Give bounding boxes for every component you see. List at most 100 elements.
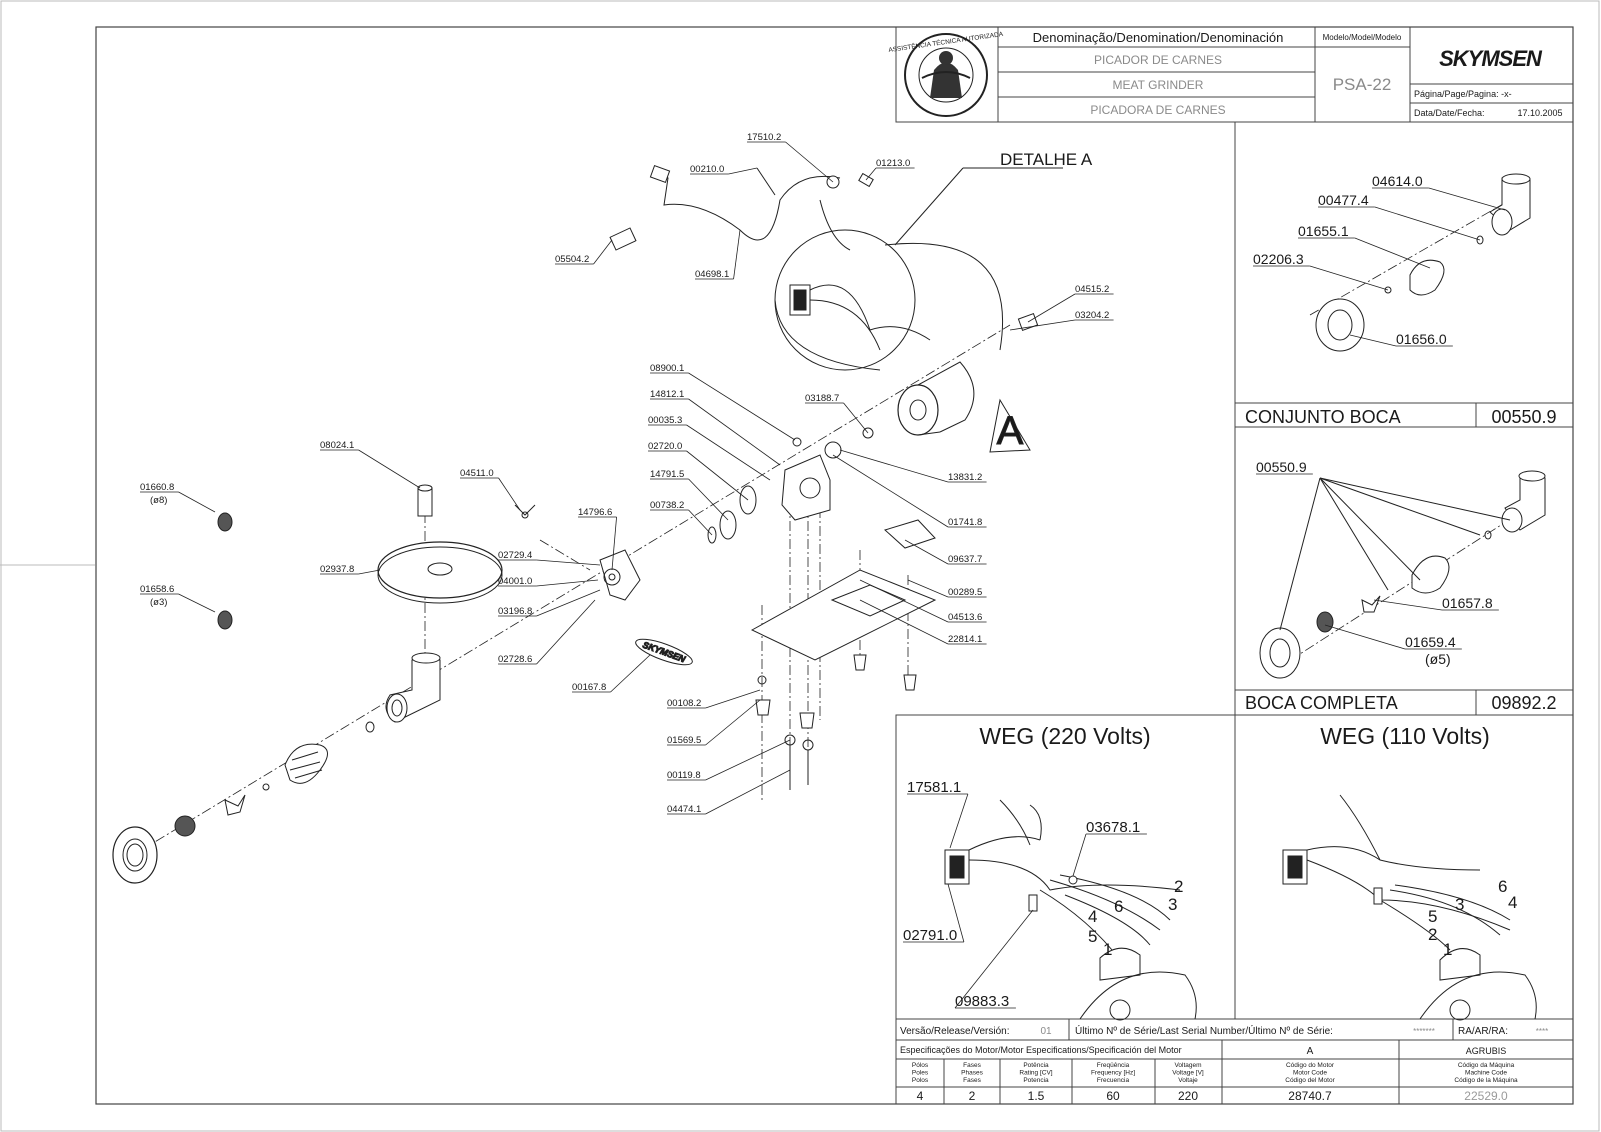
label-leader (536, 589, 601, 617)
label-leader (686, 424, 771, 481)
spec-col-value: 4 (917, 1089, 924, 1103)
label-leader (611, 516, 617, 571)
part-label: 02206.3 (1253, 251, 1304, 267)
label-leader (733, 229, 741, 280)
name-en: MEAT GRINDER (1113, 78, 1204, 92)
label-leader (688, 372, 796, 441)
label-leader (686, 450, 749, 501)
power-cord (609, 164, 874, 251)
ra-label: RA/AR/RA: (1458, 1026, 1508, 1037)
label-leader (536, 579, 599, 587)
weg110-title: WEG (110 Volts) (1320, 723, 1490, 749)
part-label: 00289.5 (948, 587, 982, 598)
label-leader (785, 141, 834, 183)
spec-col-label: Potencia (1023, 1077, 1049, 1084)
base-plate (750, 519, 937, 790)
label-leader (1428, 187, 1506, 211)
part-label: 14791.5 (650, 469, 684, 480)
date-value: 17.10.2005 (1517, 108, 1562, 118)
label-leader (358, 569, 381, 575)
label-leader (536, 599, 596, 665)
spec-col-label: Pólos (912, 1062, 929, 1069)
gearbox-housing (707, 437, 831, 544)
detail-a-circle (774, 229, 1004, 371)
label-leader (832, 454, 949, 528)
part-label: 08024.1 (320, 440, 354, 451)
label-leader (947, 883, 965, 943)
part-label: 04511.0 (460, 468, 494, 479)
label-leader (536, 559, 601, 566)
spec-col-label: Voltagem (1174, 1062, 1201, 1069)
motor-spec-table (895, 1018, 1574, 1105)
spec-col-label: Fases (963, 1077, 981, 1084)
part-label: 01656.0 (1396, 331, 1447, 347)
skymsen-badge: SKYMSEN (635, 638, 693, 666)
model-code: PSA-22 (1333, 75, 1392, 94)
part-label: 00167.8 (572, 682, 606, 693)
spec-col-label: Potência (1023, 1062, 1049, 1069)
main-exploded-view: A (112, 164, 1039, 884)
weg110-drawing (1282, 794, 1537, 1021)
detail-a-leader (894, 167, 964, 246)
motor-col-agrubis: AGRUBIS (1466, 1046, 1507, 1056)
part-label: 02728.6 (498, 654, 532, 665)
spec-col-label: Frecuencia (1097, 1077, 1130, 1084)
label-leader (688, 509, 713, 536)
label-leader (859, 579, 949, 623)
spec-col-label: Voltaje (1178, 1077, 1198, 1084)
spec-col-label: Fases (963, 1062, 981, 1069)
spec-col-value: 22529.0 (1464, 1089, 1508, 1103)
part-label: 04001.0 (498, 576, 532, 587)
name-es: PICADORA DE CARNES (1090, 103, 1225, 117)
spec-col-label: Código da Máquina (1458, 1062, 1515, 1069)
part-label: 00035.3 (648, 415, 682, 426)
part-label: 3 (1455, 895, 1464, 914)
drawing-frame (95, 26, 1574, 1105)
label-leader (843, 402, 869, 434)
brand-logo: SKYMSEN (1439, 46, 1543, 71)
title-block: ASSISTÊNCIA TÉCNICA AUTORIZADA Denominaç… (888, 26, 1574, 123)
label-leader (688, 478, 729, 521)
spec-col-label: Rating [CV] (1019, 1070, 1052, 1077)
label-leader (593, 239, 613, 265)
feed-tray (377, 484, 503, 604)
part-label: 03196.8 (498, 606, 532, 617)
part-label: 03204.2 (1075, 310, 1109, 321)
part-label: 17510.2 (747, 132, 781, 143)
right-panels (895, 122, 1574, 1020)
label-leader (954, 909, 1034, 1009)
part-label: 02729.4 (498, 550, 532, 561)
name-pt: PICADOR DE CARNES (1094, 53, 1222, 67)
spec-col-label: Machine Code (1465, 1070, 1507, 1077)
label-leader (1374, 206, 1481, 241)
spec-col-label: Código de la Máquina (1454, 1077, 1518, 1084)
part-label: 01660.8 (140, 482, 174, 493)
spec-col-value: 1.5 (1028, 1089, 1045, 1103)
label-leader (1324, 624, 1406, 650)
part-label: 02937.8 (320, 564, 354, 575)
spec-col-label: Voltage [V] (1172, 1070, 1204, 1077)
part-label: 04614.0 (1372, 173, 1423, 189)
loose-plates (217, 512, 233, 630)
part-label: 17581.1 (907, 779, 961, 796)
spec-col-value: 28740.7 (1288, 1089, 1332, 1103)
motor-col-a: A (1307, 1046, 1314, 1057)
part-label: 6 (1114, 897, 1123, 916)
serial-label: Último Nº de Série/Last Serial Number/Úl… (1075, 1024, 1333, 1037)
part-label: 03188.7 (805, 393, 839, 404)
boca-completa-drawing (1259, 470, 1546, 679)
part-label: 02720.0 (648, 441, 682, 452)
spec-col-value: 2 (969, 1089, 976, 1103)
part-label: 2 (1174, 877, 1183, 896)
part-label: 01655.1 (1298, 223, 1349, 239)
label-leader (705, 689, 761, 709)
version-value: 01 (1040, 1026, 1052, 1037)
page-label: Página/Page/Pagina: -x- (1414, 89, 1512, 99)
part-label: 00108.2 (667, 698, 701, 709)
boca-completa-code: 09892.2 (1491, 693, 1556, 713)
part-label: 01569.5 (667, 735, 701, 746)
label-leader (358, 449, 421, 489)
label-leader (1349, 334, 1397, 347)
front-cover (514, 504, 641, 601)
